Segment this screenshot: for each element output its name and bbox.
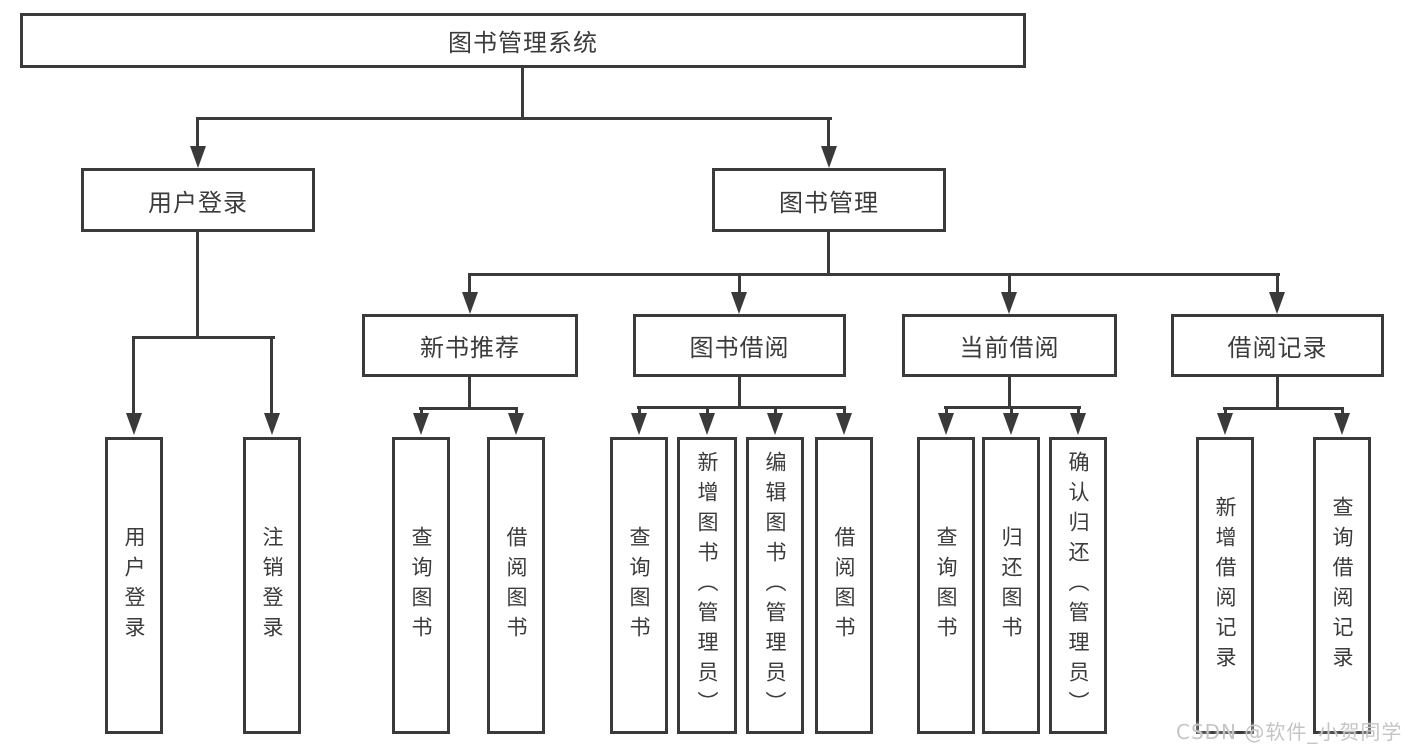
connector-records-hline — [1223, 407, 1344, 410]
arrowhead-logout — [264, 413, 280, 435]
node-rec-add-label: 新增借阅记录 — [1213, 495, 1238, 676]
node-records: 借阅记录 — [1171, 314, 1384, 377]
node-bw-query: 查询图书 — [610, 437, 668, 734]
node-user-login: 用户登录 — [81, 168, 315, 232]
connector-bw-add-vline — [706, 408, 709, 415]
arrowhead-book-mgmt — [821, 146, 837, 168]
node-root: 图书管理系统 — [20, 13, 1026, 68]
node-cur-confirm: 确认归还（管理员） — [1049, 437, 1107, 734]
arrowhead-rec-query — [1334, 413, 1350, 435]
node-user-login-label: 用户登录 — [148, 188, 248, 217]
connector-rec-query-vline — [1341, 408, 1344, 415]
node-root-label: 图书管理系统 — [448, 29, 598, 57]
node-cur-query: 查询图书 — [917, 437, 975, 734]
node-records-label: 借阅记录 — [1227, 334, 1328, 362]
arrowhead-bw-query — [631, 413, 647, 435]
node-rec-query: 查询借阅记录 — [1313, 437, 1371, 734]
connector-current-vline — [1008, 276, 1011, 294]
connector-rec-add-vline — [1224, 408, 1227, 415]
node-nb-borrow-label: 借阅图书 — [504, 525, 529, 646]
connector-logout-vline — [270, 339, 273, 414]
node-borrowing: 图书借阅 — [633, 314, 846, 377]
node-book-mgmt-label: 图书管理 — [779, 188, 879, 217]
node-logout: 注销登录 — [243, 437, 301, 734]
connector-new-books-stub — [468, 377, 471, 410]
arrowhead-nb-query — [413, 413, 429, 435]
node-new-books-label: 新书推荐 — [420, 334, 520, 362]
connector-bw-borrow-vline — [843, 408, 846, 415]
connector-level2-hline — [468, 273, 1280, 276]
watermark: CSDN @软件_小贺同学 — [1176, 720, 1403, 744]
connector-records-stub — [1276, 377, 1279, 410]
node-bw-borrow-label: 借阅图书 — [832, 525, 857, 646]
node-new-books: 新书推荐 — [362, 314, 578, 377]
connector-book-mgmt-stub — [827, 232, 830, 276]
arrowhead-nb-borrow — [508, 413, 524, 435]
arrowhead-rec-add — [1217, 413, 1233, 435]
node-book-mgmt: 图书管理 — [712, 168, 946, 232]
connector-bw-query-vline — [638, 408, 641, 415]
node-nb-borrow: 借阅图书 — [487, 437, 545, 734]
connector-nb-query-vline — [420, 408, 423, 415]
connector-new-books-vline — [468, 276, 471, 294]
connector-login-vline — [132, 339, 135, 414]
node-borrowing-label: 图书借阅 — [689, 334, 790, 362]
connector-records-vline — [1276, 276, 1279, 294]
connector-root-stub — [521, 68, 524, 117]
node-current: 当前借阅 — [902, 314, 1117, 377]
node-cur-return: 归还图书 — [982, 437, 1040, 734]
connector-current-hline — [944, 406, 1081, 409]
arrowhead-bw-add — [699, 413, 715, 435]
node-bw-add: 新增图书（管理员） — [677, 437, 737, 734]
connector-level1-hline — [196, 117, 832, 120]
node-cur-confirm-label: 确认归还（管理员） — [1066, 450, 1091, 721]
node-bw-borrow: 借阅图书 — [815, 437, 873, 734]
connector-borrowing-vline — [738, 276, 741, 294]
node-cur-return-label: 归还图书 — [999, 525, 1024, 646]
connector-cur-return-vline — [1010, 408, 1013, 415]
node-logout-label: 注销登录 — [260, 525, 285, 646]
connector-user-login-stub — [196, 232, 199, 339]
connector-user-login-hline — [132, 336, 275, 339]
node-bw-add-label: 新增图书（管理员） — [695, 450, 720, 721]
connector-user-login-vline — [196, 120, 199, 148]
connector-book-mgmt-vline — [827, 120, 830, 148]
node-login-label: 用户登录 — [122, 525, 147, 646]
connector-cur-query-vline — [945, 408, 948, 415]
arrowhead-cur-return — [1003, 413, 1019, 435]
arrowhead-new-books — [462, 292, 478, 314]
arrowhead-current — [1001, 292, 1017, 314]
arrowhead-borrowing — [731, 292, 747, 314]
arrowhead-login — [126, 413, 142, 435]
arrowhead-cur-query — [938, 413, 954, 435]
connector-borrowing-stub — [738, 377, 741, 409]
node-bw-edit-label: 编辑图书（管理员） — [763, 450, 788, 721]
arrowhead-bw-borrow — [836, 413, 852, 435]
node-nb-query-label: 查询图书 — [409, 525, 434, 646]
node-rec-query-label: 查询借阅记录 — [1330, 495, 1355, 676]
node-bw-edit: 编辑图书（管理员） — [746, 437, 804, 734]
connector-cur-confirm-vline — [1077, 408, 1080, 415]
node-bw-query-label: 查询图书 — [627, 525, 652, 646]
arrowhead-bw-edit — [767, 413, 783, 435]
connector-bw-edit-vline — [774, 408, 777, 415]
node-login: 用户登录 — [105, 437, 163, 734]
arrowhead-user-login — [190, 146, 206, 168]
connector-borrowing-hline — [637, 406, 846, 409]
node-current-label: 当前借阅 — [959, 334, 1060, 362]
arrowhead-records — [1269, 292, 1285, 314]
connector-current-stub — [1008, 377, 1011, 409]
arrowhead-cur-confirm — [1070, 413, 1086, 435]
node-nb-query: 查询图书 — [392, 437, 450, 734]
node-cur-query-label: 查询图书 — [934, 525, 959, 646]
connector-nb-borrow-vline — [515, 408, 518, 415]
node-rec-add: 新增借阅记录 — [1196, 437, 1254, 734]
connector-new-books-hline — [419, 407, 518, 410]
